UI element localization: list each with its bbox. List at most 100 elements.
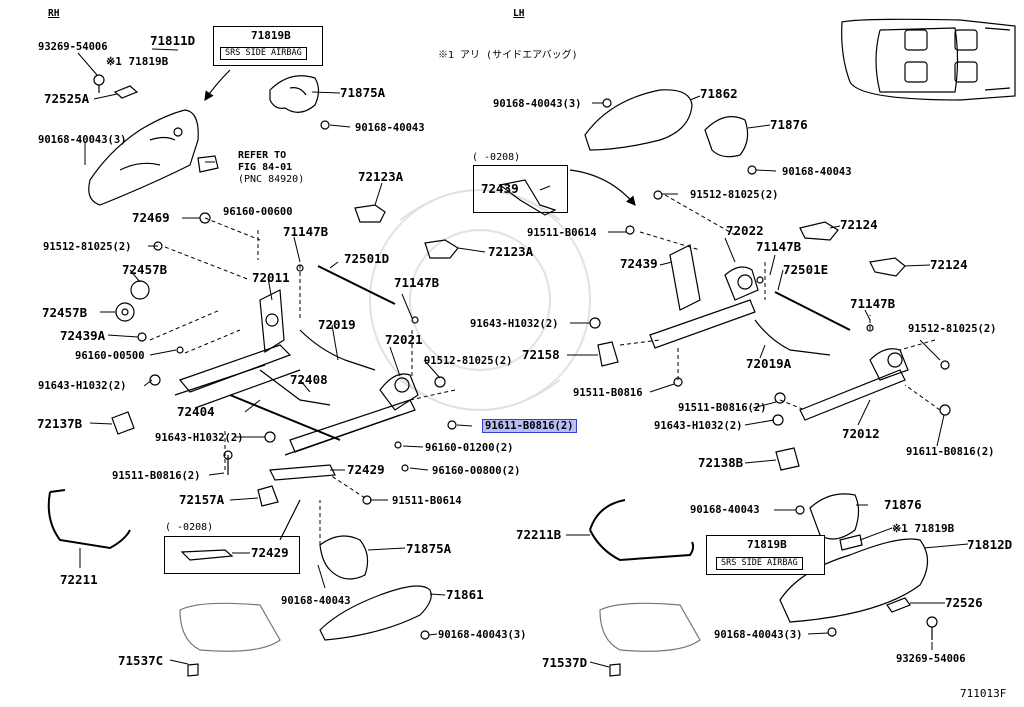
part-label[interactable]: 91511-B0614: [527, 227, 597, 239]
part-label[interactable]: 72019A: [746, 356, 792, 371]
part-label[interactable]: 96160-00800(2): [432, 465, 521, 477]
part-label[interactable]: 71876: [884, 497, 922, 512]
part-label[interactable]: 71147B: [283, 224, 329, 239]
part-label[interactable]: 96160-00500: [75, 350, 145, 362]
part-label[interactable]: 72138B: [698, 455, 744, 470]
part-label[interactable]: 71812D: [967, 537, 1013, 552]
part-label[interactable]: 72021: [385, 332, 423, 347]
part-label[interactable]: 91512-81025(2): [424, 355, 513, 367]
part-label[interactable]: 72469: [132, 210, 170, 225]
part-label[interactable]: 71147B: [756, 239, 802, 254]
part-label[interactable]: 71862: [700, 86, 738, 101]
part-label[interactable]: ※1 71819B: [106, 55, 169, 68]
part-label[interactable]: 72157A: [179, 492, 225, 507]
part-label[interactable]: 91512-81025(2): [43, 241, 132, 253]
vehicle-location-icon: [841, 18, 1016, 101]
shield-71862-icon: [584, 89, 693, 151]
shield-71861-icon: [319, 585, 432, 641]
part-label[interactable]: 71876: [770, 117, 808, 132]
part-label[interactable]: 93269-54006: [38, 41, 108, 53]
part-label[interactable]: 71147B: [850, 296, 896, 311]
part-label[interactable]: 90168-40043(3): [38, 134, 127, 146]
part-label[interactable]: 72429: [251, 545, 289, 560]
part-label[interactable]: 90168-40043(3): [714, 629, 803, 641]
part-label[interactable]: 90168-40043: [782, 166, 852, 178]
part-label[interactable]: 72012: [842, 426, 880, 441]
srs-part-number: 71819B: [747, 538, 787, 551]
part-label[interactable]: 72211: [60, 572, 98, 587]
cover-71875a-icon: [319, 535, 369, 580]
part-label[interactable]: 72011: [252, 270, 290, 285]
date-box-right: [473, 165, 568, 213]
seat-track-lh-icon: [649, 244, 909, 421]
part-label[interactable]: 91643-H1032(2): [155, 432, 244, 444]
part-label[interactable]: 72457B: [42, 305, 88, 320]
part-label[interactable]: 72211B: [516, 527, 562, 542]
part-label[interactable]: 72439: [481, 181, 519, 196]
part-label[interactable]: 72137B: [37, 416, 83, 431]
part-label[interactable]: 91511-B0816: [573, 387, 643, 399]
part-label[interactable]: 90168-40043: [281, 595, 351, 607]
part-label[interactable]: 96160-00600: [223, 206, 293, 218]
part-label[interactable]: 91643-H1032(2): [654, 420, 743, 432]
part-label[interactable]: 91511-B0614: [392, 495, 462, 507]
part-label[interactable]: 72404: [177, 404, 215, 419]
part-label-highlighted[interactable]: 91611-B0816(2): [482, 419, 577, 433]
part-label[interactable]: 72439: [620, 256, 658, 271]
part-label[interactable]: 72429: [347, 462, 385, 477]
part-label[interactable]: 91511-B0816(2): [678, 402, 767, 414]
part-label[interactable]: 72019: [318, 317, 356, 332]
part-label[interactable]: 91643-H1032(2): [470, 318, 559, 330]
part-label[interactable]: 90168-40043: [355, 122, 425, 134]
part-label[interactable]: ※1 71819B: [892, 522, 955, 535]
part-label[interactable]: 72124: [840, 217, 878, 232]
part-label[interactable]: 91512-81025(2): [908, 323, 997, 335]
part-label[interactable]: 71537C: [118, 653, 164, 668]
part-label[interactable]: 72501D: [344, 251, 390, 266]
clip-icon: [424, 239, 459, 259]
cover-71876-icon: [704, 116, 749, 158]
date-box-left: [164, 536, 300, 574]
refer-line-1: REFER TO: [238, 150, 287, 161]
srs-side-airbag-label: SRS SIDE AIRBAG: [220, 47, 307, 60]
part-label[interactable]: 90168-40043(3): [438, 629, 527, 641]
part-label[interactable]: 72408: [290, 372, 328, 387]
date-range-left: ( -0208): [165, 522, 214, 533]
seat-track-rh-icon: [174, 289, 419, 456]
part-label[interactable]: 96160-01200(2): [425, 442, 514, 454]
part-label[interactable]: 72501E: [783, 262, 829, 277]
part-label[interactable]: 72124: [930, 257, 968, 272]
part-label[interactable]: 72123A: [488, 244, 534, 259]
part-label[interactable]: 71537D: [542, 655, 588, 670]
clip-icon: [354, 204, 386, 223]
part-label[interactable]: 91643-H1032(2): [38, 380, 127, 392]
part-label[interactable]: 72158: [522, 347, 560, 362]
part-label[interactable]: 72022: [726, 223, 764, 238]
cover-71876-icon: [809, 493, 860, 540]
date-range-right: ( -0208): [472, 152, 521, 163]
part-label[interactable]: 71811D: [150, 33, 196, 48]
part-label[interactable]: 91611-B0816(2): [906, 446, 995, 458]
srs-airbag-box-right: 71819B SRS SIDE AIRBAG: [706, 535, 825, 575]
part-label[interactable]: 71875A: [340, 85, 386, 100]
part-label[interactable]: 72439A: [60, 328, 106, 343]
part-label[interactable]: 71861: [446, 587, 484, 602]
part-label[interactable]: 90168-40043(3): [493, 98, 582, 110]
srs-part-number: 71819B: [251, 29, 291, 42]
part-label[interactable]: 91511-B0816(2): [112, 470, 201, 482]
srs-side-airbag-label: SRS SIDE AIRBAG: [716, 557, 803, 570]
seat-shield-rh-icon: [88, 109, 199, 206]
part-label[interactable]: 72525A: [44, 91, 90, 106]
refer-line-3: (PNC 84920): [238, 174, 305, 185]
part-label[interactable]: 71147B: [394, 275, 440, 290]
part-label[interactable]: 71875A: [406, 541, 452, 556]
part-label[interactable]: 72526: [945, 595, 983, 610]
part-label[interactable]: 93269-54006: [896, 653, 966, 665]
part-label[interactable]: 91512-81025(2): [690, 189, 779, 201]
part-label[interactable]: 72123A: [358, 169, 404, 184]
part-label[interactable]: 72457B: [122, 262, 168, 277]
part-label[interactable]: 90168-40043: [690, 504, 760, 516]
refer-line-2: FIG 84-01: [238, 162, 293, 173]
